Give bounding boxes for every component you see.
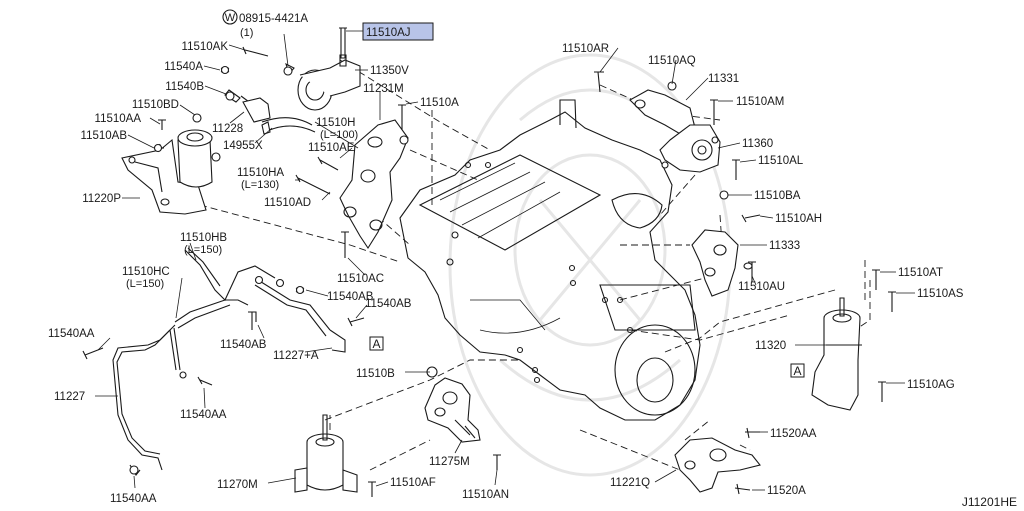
part-sublabel-11510hc: (L=150)	[126, 278, 164, 290]
part-sublabel-11510ha: (L=130)	[241, 179, 279, 191]
part-label-11228[interactable]: 11228	[212, 123, 243, 135]
part-11270M-mount	[294, 414, 376, 497]
washer-symbol: W	[225, 12, 236, 24]
part-label-11510au[interactable]: 11510AU	[738, 281, 785, 293]
highlight-box	[362, 22, 434, 41]
part-label-11510b[interactable]: 11510B	[356, 368, 395, 380]
part-11333-bracket	[691, 190, 761, 297]
part-label-11510af[interactable]: 11510AF	[390, 477, 436, 489]
part-11231M-bracket	[295, 104, 409, 258]
hose-assembly	[82, 247, 365, 476]
part-label-11510aa[interactable]: 11510AA	[95, 113, 142, 125]
part-label-11510hc[interactable]: 11510HC	[122, 266, 170, 278]
part-11320-mount	[811, 269, 896, 411]
part-label-11510as[interactable]: 11510AS	[917, 288, 964, 300]
part-sublabel-11510hb: (L=150)	[184, 244, 222, 256]
assembly-dashed-lines	[199, 59, 871, 471]
part-11220P-bracket	[121, 129, 221, 215]
part-label-11360[interactable]: 11360	[742, 138, 773, 150]
leader-lines	[95, 30, 915, 491]
part-label-11231m[interactable]: 11231M	[363, 83, 404, 95]
part-label-11540aa-2[interactable]: 11540AA	[180, 409, 227, 421]
part-label-11331[interactable]: 11331	[708, 73, 739, 85]
part-label-11510h[interactable]: 11510H	[316, 117, 355, 129]
part-label-11510ag[interactable]: 11510AG	[907, 379, 955, 391]
part-label-11227[interactable]: 11227	[54, 391, 85, 403]
part-label-11540aa-3[interactable]: 11540AA	[110, 493, 157, 505]
part-label-11540a[interactable]: 11540A	[164, 61, 203, 73]
washer-callout: W 08915-4421A (1)	[222, 9, 308, 39]
ref-marker-a-1: A	[369, 336, 384, 351]
part-label-11510ad[interactable]: 11510AD	[264, 197, 311, 209]
part-label-11221q[interactable]: 11221Q	[610, 477, 650, 489]
part-label-11540ab-3[interactable]: 11540AB	[220, 339, 267, 351]
part-sublabel-11510h: (L=100)	[320, 129, 358, 141]
part-11350V-mount	[297, 27, 361, 111]
diagram-code: J11201HE	[962, 495, 1017, 509]
ref-marker-a-2: A	[790, 363, 805, 378]
part-label-11510ar[interactable]: 11510AR	[562, 43, 609, 55]
part-label-11540ab-2[interactable]: 11540AB	[365, 298, 412, 310]
part-label-11270m[interactable]: 11270M	[217, 479, 258, 491]
part-label-11510ae[interactable]: 11510AE	[308, 142, 355, 154]
part-label-11510at[interactable]: 11510AT	[898, 267, 943, 279]
part-label-11220p[interactable]: 11220P	[82, 193, 121, 205]
part-label-11540b[interactable]: 11540B	[165, 81, 204, 93]
part-labels: 11510AJ11510AK11540A11540B11510BD11510AA…	[48, 27, 964, 505]
part-label-11320[interactable]: 11320	[755, 340, 786, 352]
washer-qty: (1)	[240, 27, 253, 39]
part-label-11510ah[interactable]: 11510AH	[775, 213, 822, 225]
part-11275M-bracket	[424, 366, 501, 470]
part-label-11510bd[interactable]: 11510BD	[132, 99, 179, 111]
part-label-11510ha[interactable]: 11510HA	[237, 167, 284, 179]
part-11221Q-bracket	[674, 427, 761, 495]
front-mount-bolts	[153, 46, 295, 153]
part-label-14955x[interactable]: 14955X	[223, 140, 263, 152]
engine-block	[399, 99, 701, 421]
part-label-11350v[interactable]: 11350V	[370, 65, 409, 77]
part-label-11510ab[interactable]: 11510AB	[81, 130, 128, 142]
part-label-11540aa-1[interactable]: 11540AA	[48, 328, 95, 340]
part-label-11227a[interactable]: 11227+A	[273, 350, 319, 362]
ref-marker-text: A	[372, 337, 380, 351]
part-label-11275m[interactable]: 11275M	[429, 456, 470, 468]
part-label-11510ba[interactable]: 11510BA	[754, 190, 801, 202]
part-label-11520aa[interactable]: 11520AA	[770, 428, 817, 440]
part-label-11510al[interactable]: 11510AL	[758, 155, 804, 167]
part-label-11333[interactable]: 11333	[769, 240, 800, 252]
part-label-11540ab-1[interactable]: 11540AB	[327, 291, 374, 303]
part-label-11510ak[interactable]: 11510AK	[182, 41, 229, 53]
part-label-11520a[interactable]: 11520A	[767, 485, 806, 497]
part-label-11510hb[interactable]: 11510HB	[180, 232, 227, 244]
part-label-11510a[interactable]: 11510A	[420, 97, 459, 109]
part-label-11510aq[interactable]: 11510AQ	[648, 55, 696, 67]
ref-marker-text: A	[793, 364, 801, 378]
part-label-11510am[interactable]: 11510AM	[736, 96, 784, 108]
washer-part-label: 08915-4421A	[239, 13, 308, 25]
part-label-11510an[interactable]: 11510AN	[462, 489, 509, 501]
part-11360-mount	[659, 124, 740, 180]
part-label-11510aj[interactable]: 11510AJ	[366, 27, 411, 39]
part-label-11510ac[interactable]: 11510AC	[337, 273, 384, 285]
